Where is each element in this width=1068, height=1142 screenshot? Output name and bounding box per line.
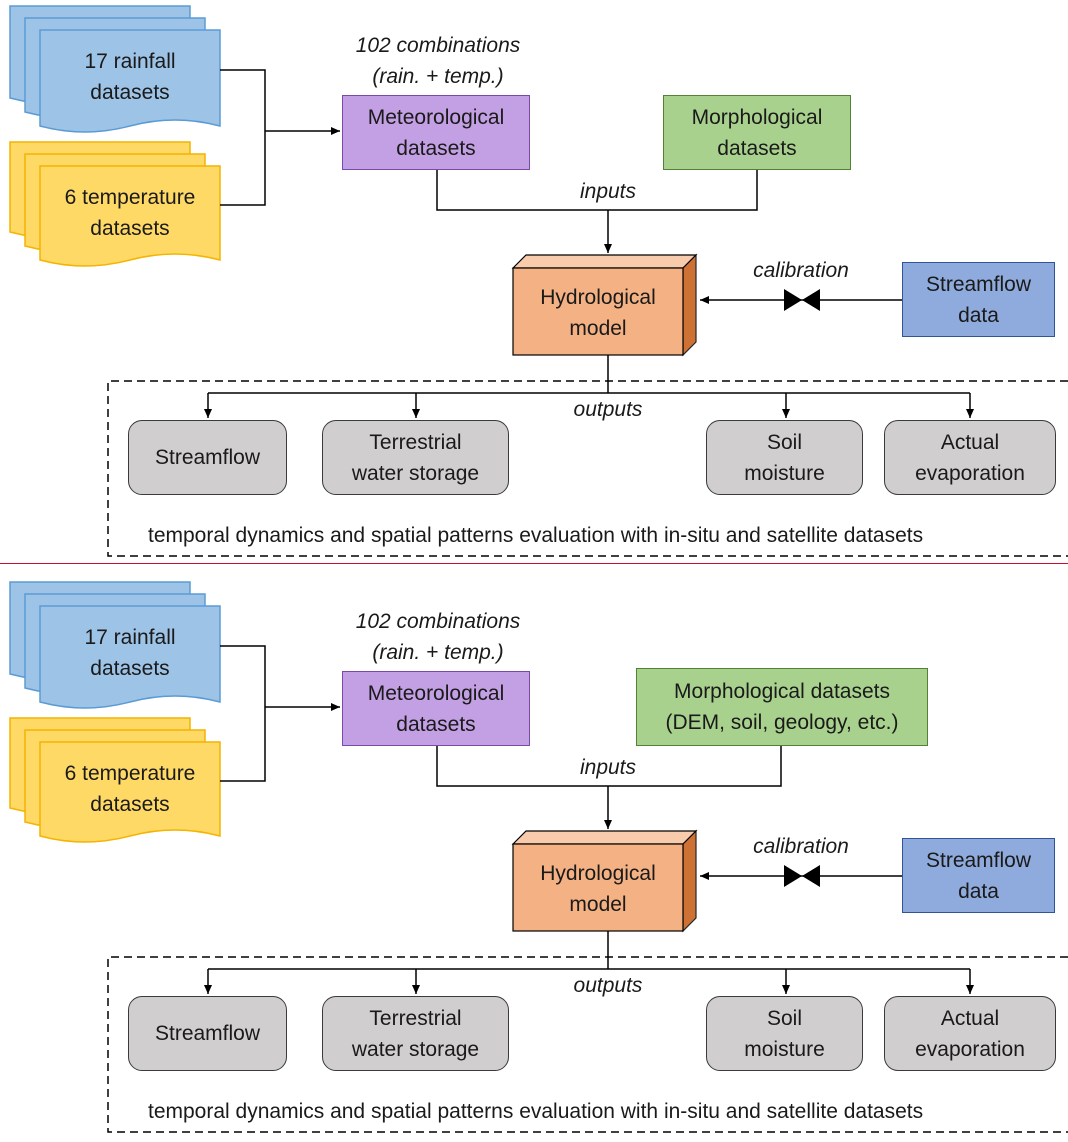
streamflow-data-label: Streamflow data bbox=[925, 272, 1032, 327]
output-evaporation-box: Actual evaporation bbox=[884, 996, 1056, 1071]
output-streamflow-box: Streamflow bbox=[128, 420, 287, 495]
morphological-datasets-label: Morphological datasets bbox=[691, 105, 823, 160]
outputs-label: outputs bbox=[573, 398, 643, 421]
hydrological-model-box bbox=[511, 829, 698, 933]
hydrological-model-box bbox=[511, 253, 698, 357]
meteorological-datasets-label: Meteorological datasets bbox=[367, 105, 505, 160]
meteorological-datasets-box: Meteorological datasets bbox=[342, 95, 530, 170]
diagram-panel-bottom: 17 rainfall datasets 6 temperature datas… bbox=[0, 576, 1068, 1136]
morphological-datasets-box: Morphological datasets bbox=[663, 95, 851, 170]
morphological-datasets-box: Morphological datasets (DEM, soil, geolo… bbox=[636, 668, 928, 746]
rainfall-stack bbox=[9, 581, 221, 709]
connectors-bottom bbox=[9, 581, 1068, 1133]
hydrological-model-label: Hydrological model bbox=[540, 286, 656, 340]
output-evaporation-box: Actual evaporation bbox=[884, 420, 1056, 495]
connectors-top bbox=[9, 5, 1068, 557]
output-streamflow-label: Streamflow bbox=[154, 1022, 261, 1045]
calibration-label: calibration bbox=[753, 835, 849, 858]
combinations-label: 102 combinations (rain. + temp.) bbox=[355, 34, 521, 88]
inputs-label: inputs bbox=[579, 180, 637, 203]
output-soil-moisture-label: Soil moisture bbox=[744, 1006, 825, 1061]
streamflow-data-label: Streamflow data bbox=[925, 848, 1032, 903]
rainfall-datasets-label: 17 rainfall datasets bbox=[84, 626, 176, 680]
output-tws-box: Terrestrial water storage bbox=[322, 996, 509, 1071]
streamflow-data-box: Streamflow data bbox=[902, 838, 1055, 913]
output-soil-moisture-box: Soil moisture bbox=[706, 996, 863, 1071]
meteorological-datasets-label: Meteorological datasets bbox=[367, 681, 505, 736]
streamflow-data-box: Streamflow data bbox=[902, 262, 1055, 337]
temperature-datasets-label: 6 temperature datasets bbox=[64, 762, 196, 816]
evaluation-label: temporal dynamics and spatial patterns e… bbox=[148, 524, 924, 547]
output-evaporation-label: Actual evaporation bbox=[915, 1006, 1025, 1061]
rainfall-datasets-label: 17 rainfall datasets bbox=[84, 50, 176, 104]
evaluation-label: temporal dynamics and spatial patterns e… bbox=[148, 1100, 924, 1123]
morphological-datasets-label: Morphological datasets (DEM, soil, geolo… bbox=[665, 680, 899, 734]
hydrological-model-label: Hydrological model bbox=[540, 862, 656, 916]
meteorological-datasets-box: Meteorological datasets bbox=[342, 671, 530, 746]
diagram-panel-top: 17 rainfall datasets 6 temperature datas… bbox=[0, 0, 1068, 560]
rainfall-stack bbox=[9, 5, 221, 133]
temperature-stack bbox=[9, 141, 221, 267]
output-tws-label: Terrestrial water storage bbox=[351, 1006, 480, 1061]
outputs-label: outputs bbox=[573, 974, 643, 997]
calibration-label: calibration bbox=[753, 259, 849, 282]
output-evaporation-label: Actual evaporation bbox=[915, 430, 1025, 485]
output-streamflow-label: Streamflow bbox=[154, 446, 261, 469]
output-tws-box: Terrestrial water storage bbox=[322, 420, 509, 495]
output-soil-moisture-label: Soil moisture bbox=[744, 430, 825, 485]
output-soil-moisture-box: Soil moisture bbox=[706, 420, 863, 495]
temperature-datasets-label: 6 temperature datasets bbox=[64, 186, 196, 240]
temperature-stack bbox=[9, 717, 221, 843]
panel-separator bbox=[0, 563, 1068, 564]
combinations-label: 102 combinations (rain. + temp.) bbox=[355, 610, 521, 664]
inputs-label: inputs bbox=[579, 756, 637, 779]
output-tws-label: Terrestrial water storage bbox=[351, 430, 480, 485]
output-streamflow-box: Streamflow bbox=[128, 996, 287, 1071]
